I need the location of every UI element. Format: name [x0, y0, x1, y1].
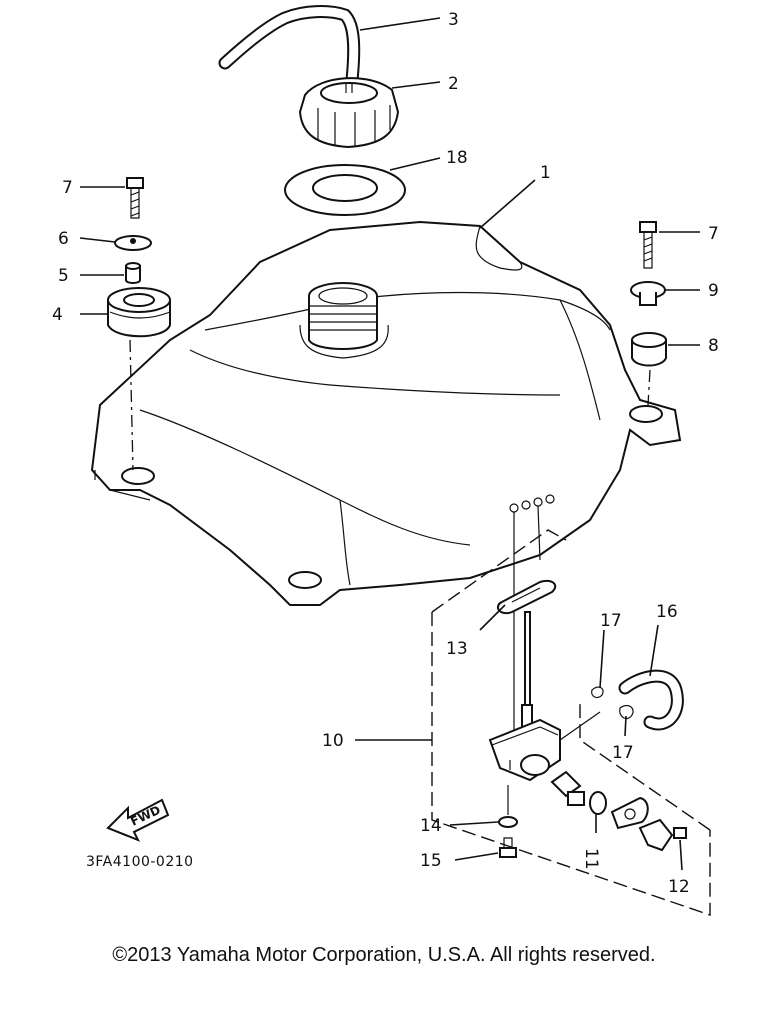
- left-mount-parts: [107, 177, 171, 471]
- leader-lines: [79, 17, 700, 871]
- part-label-16: 16: [656, 602, 678, 622]
- part-label-9: 9: [708, 281, 719, 301]
- fuel-cap: [298, 77, 400, 149]
- part-label-12: 12: [668, 877, 690, 897]
- part-label-15: 15: [420, 851, 442, 871]
- fuel-tank-parts-diagram: FWD 3 2 18 1 7 6 5 4 7 9 8 13 17 16 10 1…: [52, 5, 719, 916]
- right-mount-parts: [630, 221, 667, 406]
- part-label-18: 18: [446, 148, 468, 168]
- part-label-4: 4: [52, 305, 63, 325]
- part-label-3: 3: [448, 10, 459, 30]
- copyright-notice: ©2013 Yamaha Motor Corporation, U.S.A. A…: [112, 944, 656, 966]
- diagram-code: 3FA4100-0210: [86, 854, 194, 870]
- part-label-6: 6: [58, 229, 69, 249]
- part-label-17-bottom: 17: [612, 743, 634, 763]
- fuel-tank: [90, 220, 682, 606]
- part-label-14: 14: [420, 816, 442, 836]
- part-label-7-left: 7: [62, 178, 73, 198]
- cap-gasket: [284, 164, 406, 216]
- fuel-cock-assembly: [431, 494, 711, 916]
- part-label-11: 11: [581, 848, 601, 870]
- part-label-10: 10: [322, 731, 344, 751]
- part-label-7-right: 7: [708, 224, 719, 244]
- breather-hose: [218, 5, 361, 87]
- part-labels: 3 2 18 1 7 6 5 4 7 9 8 13 17 16 10 17 14…: [52, 10, 719, 897]
- forward-arrow-icon: FWD: [106, 798, 170, 842]
- part-label-17-top: 17: [600, 611, 622, 631]
- part-label-2: 2: [448, 74, 459, 94]
- part-label-5: 5: [58, 266, 69, 286]
- part-label-1: 1: [540, 163, 551, 183]
- part-label-8: 8: [708, 336, 719, 356]
- part-label-13: 13: [446, 639, 468, 659]
